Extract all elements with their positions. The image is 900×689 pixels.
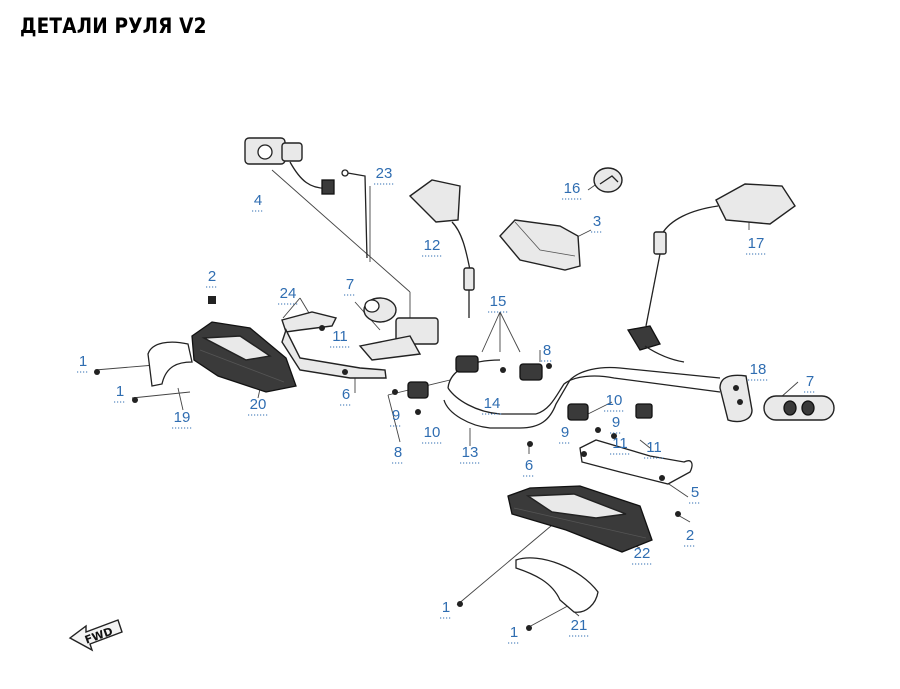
callout-24: 24 <box>280 285 297 302</box>
left-trim-part-19 <box>147 341 193 387</box>
callout-20: 20 <box>250 396 267 413</box>
clamps-part-14-15 <box>392 355 617 439</box>
right-lever-assembly <box>626 325 685 419</box>
callout-19: 19 <box>174 409 191 426</box>
switch-housing-part-18 <box>719 374 753 423</box>
callout-17: 17 <box>748 235 765 252</box>
callout-22: 22 <box>634 545 651 562</box>
callout-13: 13 <box>462 444 479 461</box>
callout-8-left: 8 <box>394 444 402 461</box>
callout-9-mid: 9 <box>561 424 569 441</box>
callout-3: 3 <box>593 213 601 230</box>
callout-6-right: 6 <box>525 457 533 474</box>
callout-14: 14 <box>484 395 501 412</box>
callout-1-c: 1 <box>442 599 450 616</box>
handlebar-cover-part-3 <box>499 219 581 271</box>
cable-part-23 <box>341 169 368 259</box>
callout-8-mid: 8 <box>543 342 551 359</box>
right-mirror-part-17 <box>645 183 796 327</box>
callout-2-left: 2 <box>208 268 216 285</box>
grip-left-part-7 <box>358 297 439 361</box>
handlebar-part-13 <box>443 359 721 429</box>
callout-10-right: 10 <box>606 392 623 409</box>
fwd-arrow-icon: FWD <box>68 619 123 652</box>
callout-5: 5 <box>691 484 699 501</box>
reservoir-cap-part-16 <box>593 167 623 193</box>
callout-21: 21 <box>571 617 588 634</box>
callout-16: 16 <box>564 180 581 197</box>
bolts <box>94 296 681 631</box>
page-title: ДЕТАЛИ РУЛЯ V2 <box>20 14 207 38</box>
callout-15: 15 <box>490 293 507 310</box>
callout-labels: 23 4 16 3 12 17 2 7 24 15 8 11 1 1 6 20 … <box>77 165 816 644</box>
callout-4: 4 <box>254 192 262 209</box>
left-lever-part-24 <box>281 311 387 379</box>
callout-9-right: 9 <box>612 414 620 431</box>
callout-6-left: 6 <box>342 386 350 403</box>
callout-1-a: 1 <box>79 353 87 370</box>
callout-7-right: 7 <box>806 373 814 390</box>
throttle-housing-part-4 <box>244 137 335 195</box>
leader-lines <box>94 169 799 629</box>
callout-9-left: 9 <box>392 407 400 424</box>
right-guard-bar-part-5 <box>579 439 693 485</box>
left-mirror-part-12 <box>408 179 475 318</box>
callout-12: 12 <box>424 237 441 254</box>
right-handguard-part-22 <box>507 485 653 553</box>
callout-1-b: 1 <box>116 383 124 400</box>
callout-11-right: 11 <box>646 439 662 456</box>
callout-23: 23 <box>376 165 393 182</box>
callout-10-left: 10 <box>424 424 441 441</box>
callout-2-right: 2 <box>686 527 694 544</box>
grip-right-part-7 <box>763 395 835 421</box>
callout-11-left: 11 <box>332 328 348 345</box>
callout-7-left: 7 <box>346 276 354 293</box>
callout-18: 18 <box>750 361 767 378</box>
left-handguard-part-20 <box>191 321 297 393</box>
callout-1-d: 1 <box>510 624 518 641</box>
right-trim-part-21 <box>515 557 599 613</box>
fwd-label: FWD <box>83 625 114 647</box>
callout-11-mid: 11 <box>612 435 628 452</box>
